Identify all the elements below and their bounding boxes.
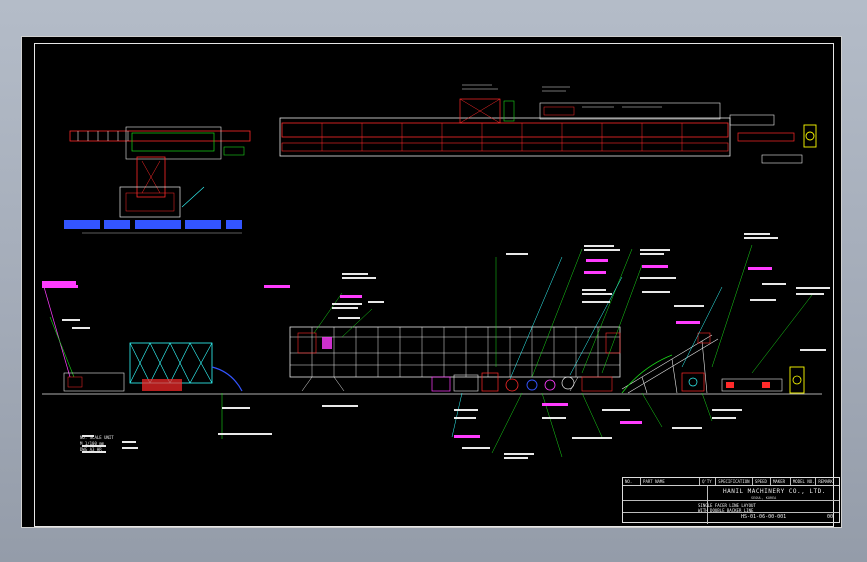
header-cell-maker: MAKER [771, 478, 791, 485]
title-block-header: NO. PART NAME Q'TY SPECIFICATION SPEED M… [623, 478, 839, 486]
header-cell-speed: SPEED [753, 478, 771, 485]
cad-drawing-canvas[interactable] [22, 37, 843, 529]
plan-left-bridge [125, 126, 222, 160]
plan-blue-labels [64, 220, 242, 229]
drawing-title: SINGLE FACER LINE LAYOUT WITH DOUBLE BAC… [698, 503, 756, 513]
plan-view [64, 84, 817, 234]
plan-right-machine [803, 124, 817, 148]
header-cell-qty: Q'TY [700, 478, 717, 485]
plan-left-frame [69, 130, 251, 142]
header-cell-remark: REMARK [818, 479, 833, 484]
tb-divider [623, 512, 839, 513]
tb-divider [623, 500, 839, 501]
plan-left-segments [77, 131, 129, 141]
plan-labels-top [462, 84, 662, 108]
legend-row: NO. SCALE UNIT [80, 435, 114, 440]
header-cell-no: NO. [623, 478, 642, 485]
drawing-title-line2: WITH DOUBLE BACKER LINE [698, 508, 754, 513]
scale-legend: NO. SCALE UNIT M 1/100 mm DWG A3 HR [80, 435, 114, 453]
drawing-viewport[interactable]: NO. PART NAME Q'TY SPECIFICATION SPEED M… [21, 36, 842, 528]
drawing-title-line1: SINGLE FACER LINE LAYOUT [698, 503, 756, 508]
company-name: HANIL MACHINERY CO., LTD. [723, 488, 826, 495]
label-blocks [42, 233, 830, 459]
plan-main-frame [279, 117, 731, 157]
plan-upper-box [539, 102, 721, 120]
legend-row: DWG A3 HR [80, 447, 102, 452]
plan-left-base [119, 186, 181, 218]
ground-machinery [431, 366, 805, 394]
company-address: SEOUL, KOREA [751, 496, 777, 500]
elevation-view [42, 281, 822, 439]
header-cell-part: PART NAME [641, 478, 701, 485]
lattice-frame [129, 342, 213, 384]
title-block: NO. PART NAME Q'TY SPECIFICATION SPEED M… [622, 477, 840, 524]
elevation-main-structure [289, 326, 621, 378]
header-cell-model: MODEL NO. [792, 478, 817, 485]
incline-conveyor [621, 334, 719, 394]
legend-row: M 1/100 mm [80, 441, 105, 446]
revision: 00 [827, 514, 834, 520]
drawing-number: HS-01-06-00-001 [741, 514, 787, 520]
annotation-leaders [42, 233, 830, 459]
drawing-border [34, 43, 834, 527]
header-cell-spec: SPECIFICATION [716, 478, 753, 485]
tb-divider [707, 485, 708, 524]
